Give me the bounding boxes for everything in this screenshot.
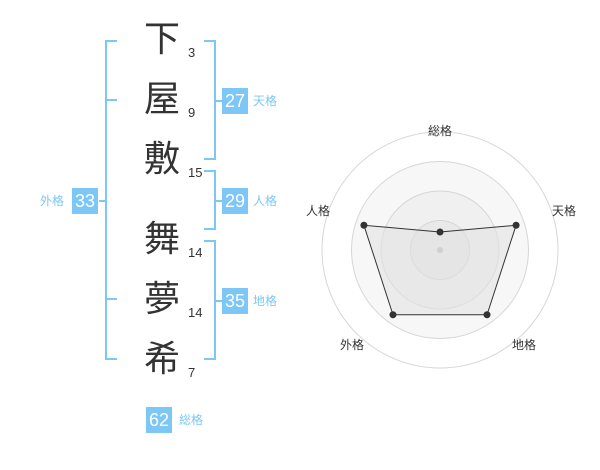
soukaku-label: 総格 [179, 413, 204, 427]
tenkaku-bracket-tick [204, 40, 216, 42]
radar-points [360, 221, 520, 319]
gaikaku-bracket-tick [105, 298, 117, 300]
radar-point [360, 221, 368, 229]
gaikaku-bracket-spine [105, 40, 107, 360]
stroke-count-4: 14 [188, 245, 203, 260]
stroke-count-2: 9 [188, 105, 196, 120]
gaikaku-bracket-tick [105, 358, 117, 360]
name-char-1: 下 [143, 19, 180, 60]
tenkaku-bracket-spine [214, 40, 216, 160]
radar-point [389, 311, 397, 319]
chikaku-value: 35 [222, 288, 248, 314]
stroke-count-3: 15 [188, 165, 203, 180]
radar-axis-label-gaikaku: 外格 [340, 338, 365, 352]
jinkaku-bracket-tick [204, 228, 216, 230]
soukaku-value: 62 [146, 407, 172, 433]
radar-axis-label-soukaku: 総格 [428, 124, 453, 138]
name-char-4: 舞 [143, 219, 180, 260]
gaikaku-bracket-tick [105, 99, 117, 101]
name-char-2: 屋 [143, 79, 180, 120]
gaikaku-bracket-connector [99, 200, 105, 202]
name-char-6: 希 [143, 339, 180, 380]
jinkaku-bracket-tick [204, 170, 216, 172]
jinkaku-bracket-connector [216, 200, 222, 202]
radar-data-polygon [363, 224, 517, 316]
radar-center-dot [437, 247, 443, 253]
radar-axis-label-tenkaku: 天格 [552, 204, 577, 218]
radar-point [436, 228, 444, 236]
radar-axis-label-chikaku: 地格 [512, 338, 537, 352]
tenkaku-bracket-tick [204, 158, 216, 160]
stroke-count-6: 7 [188, 365, 196, 380]
jinkaku-bracket-spine [214, 170, 216, 230]
name-char-3: 敷 [143, 139, 180, 180]
chikaku-bracket-spine [214, 240, 216, 360]
chikaku-bracket-tick [204, 358, 216, 360]
radar-point [512, 221, 520, 229]
tenkaku-value: 27 [222, 88, 248, 114]
chikaku-bracket-connector [216, 300, 222, 302]
gaikaku-label: 外格 [40, 194, 65, 208]
tenkaku-bracket-connector [216, 100, 222, 102]
radar-point [483, 311, 491, 319]
gaikaku-bracket-tick [105, 40, 117, 42]
jinkaku-value: 29 [222, 188, 248, 214]
chikaku-bracket-tick [204, 240, 216, 242]
stroke-count-1: 3 [188, 45, 196, 60]
stroke-count-5: 14 [188, 305, 203, 320]
jinkaku-label: 人格 [253, 194, 278, 208]
radar-axis-label-jinkaku: 人格 [306, 204, 331, 218]
gaikaku-value: 33 [72, 188, 98, 214]
name-char-5: 夢 [143, 279, 180, 320]
chikaku-label: 地格 [253, 294, 278, 308]
tenkaku-label: 天格 [253, 94, 278, 108]
